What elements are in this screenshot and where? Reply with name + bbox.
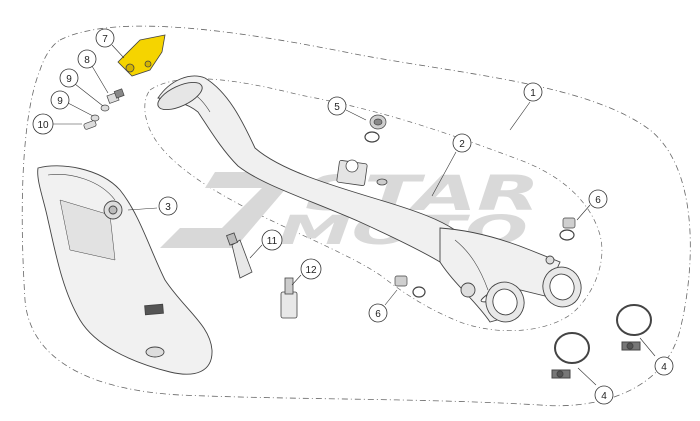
callout-11: 11 (261, 229, 283, 251)
callout-2: 2 (452, 133, 472, 153)
callout-3: 3 (158, 196, 178, 216)
callout-4-right: 4 (654, 356, 674, 376)
svg-text:5: 5 (334, 102, 340, 113)
svg-text:3: 3 (165, 202, 171, 213)
mounting-bracket (117, 34, 166, 77)
svg-text:10: 10 (37, 120, 49, 131)
svg-text:8: 8 (84, 55, 90, 66)
svg-text:2: 2 (459, 139, 465, 150)
callout-8: 8 (77, 49, 97, 69)
callout-12: 12 (300, 258, 322, 280)
watermark-logo-shape (160, 172, 300, 248)
svg-text:4: 4 (601, 391, 607, 402)
clamp-left (551, 332, 590, 379)
callout-9-upper: 9 (59, 68, 79, 88)
heat-shield (37, 165, 213, 375)
callout-10: 10 (32, 113, 54, 135)
plug-right (559, 217, 576, 241)
assembly-boundary-inner (144, 78, 603, 331)
callout-1: 1 (523, 82, 543, 102)
callout-7: 7 (95, 28, 115, 48)
twin-outlet-section (439, 227, 582, 323)
svg-text:12: 12 (305, 265, 317, 276)
svg-text:6: 6 (595, 195, 601, 206)
sensor-boss (336, 159, 388, 186)
svg-text:9: 9 (57, 96, 63, 107)
svg-text:4: 4 (661, 362, 667, 373)
sealant-tube (226, 232, 253, 279)
callouts: 1 2 3 4 4 5 6 6 (32, 28, 674, 405)
callout-6-lower: 6 (368, 303, 388, 323)
sensor-plug (364, 114, 387, 143)
svg-text:1: 1 (530, 88, 536, 99)
assembly-boundary-outer (21, 25, 691, 407)
svg-text:6: 6 (375, 309, 381, 320)
clamp-right (616, 304, 652, 351)
callout-5: 5 (327, 96, 347, 116)
plug-lower (394, 275, 426, 298)
callout-4-left: 4 (594, 385, 614, 405)
callout-9-lower: 9 (50, 90, 70, 110)
svg-text:9: 9 (66, 74, 72, 85)
svg-text:11: 11 (267, 236, 278, 247)
sensor-spacer (280, 277, 298, 319)
bracket-hardware (83, 88, 125, 130)
svg-text:7: 7 (102, 34, 108, 45)
leader-lines (52, 44, 656, 386)
callout-6-right: 6 (588, 189, 608, 209)
